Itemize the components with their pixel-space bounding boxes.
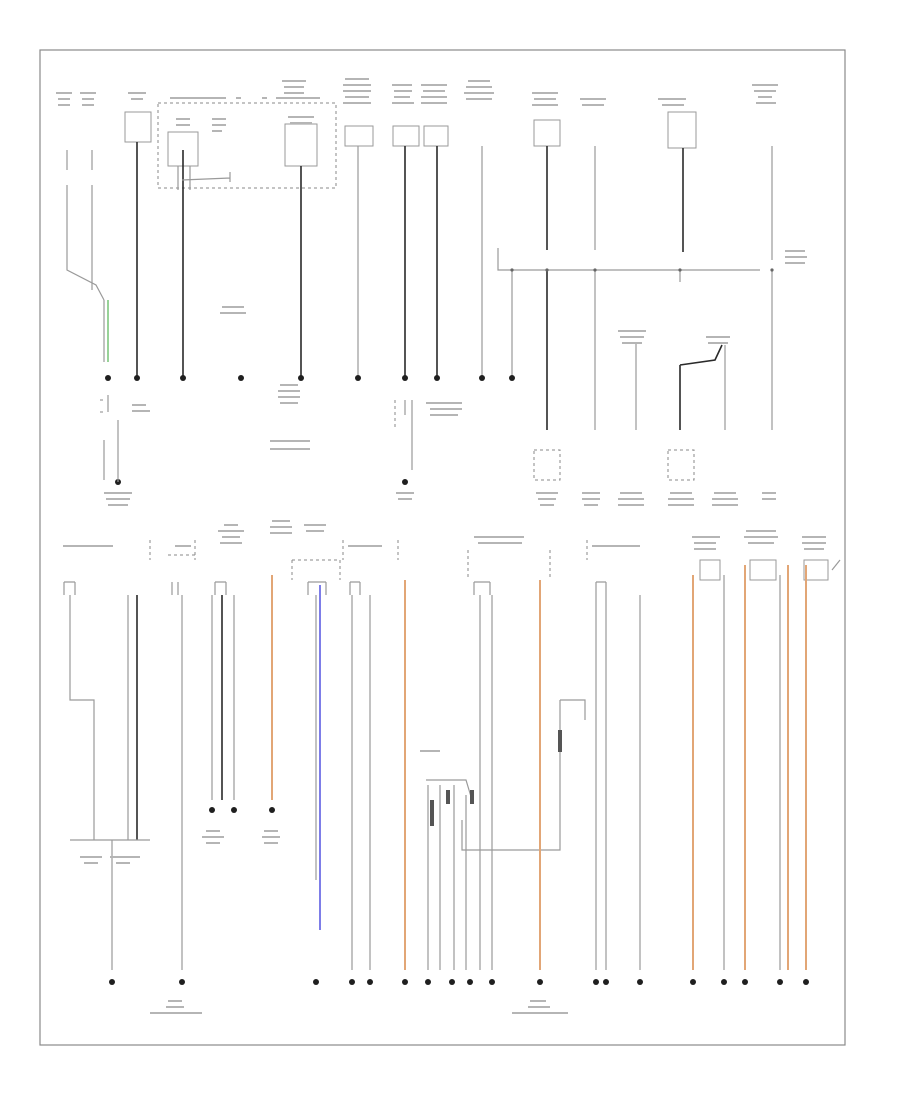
ground-symbol <box>269 807 275 813</box>
ground-symbol <box>434 375 440 381</box>
ground-symbol <box>109 979 115 985</box>
right-lower-components <box>533 449 776 506</box>
ground-symbol <box>489 979 495 985</box>
bottom-connectors <box>63 540 829 595</box>
ground-symbol <box>402 479 408 485</box>
ground-symbol <box>449 979 455 985</box>
mid-labels <box>104 250 807 506</box>
bottom-ground-row <box>109 807 809 985</box>
ground-symbol <box>593 979 599 985</box>
top-component-labels <box>56 78 778 106</box>
bottom-inline-components <box>430 730 562 826</box>
ground-symbol <box>209 807 215 813</box>
top-connectors <box>124 102 697 189</box>
ground-symbol <box>231 807 237 813</box>
ground-symbol <box>180 375 186 381</box>
ground-symbol <box>425 979 431 985</box>
ground-symbol <box>479 375 485 381</box>
colored-wires <box>271 565 807 970</box>
bottom-ground-labels <box>80 750 568 1014</box>
ground-symbol <box>105 375 111 381</box>
top-wires <box>66 142 773 430</box>
ground-symbol <box>313 979 319 985</box>
splice-points <box>510 268 774 272</box>
ground-symbol <box>402 375 408 381</box>
bottom-component-labels <box>63 520 826 550</box>
ground-symbol <box>690 979 696 985</box>
ground-symbol <box>349 979 355 985</box>
ground-symbol <box>777 979 783 985</box>
ground-symbol <box>467 979 473 985</box>
ground-symbol <box>402 979 408 985</box>
ground-symbol <box>803 979 809 985</box>
ground-symbol <box>355 375 361 381</box>
ground-symbol <box>179 979 185 985</box>
top-ground-row <box>105 375 515 381</box>
bottom-wires <box>69 559 841 970</box>
diagram-frame <box>39 49 846 1046</box>
ground-symbol <box>603 979 609 985</box>
ground-symbol <box>298 375 304 381</box>
ground-symbol <box>238 375 244 381</box>
ground-symbol <box>367 979 373 985</box>
ground-symbol <box>637 979 643 985</box>
ground-symbol <box>509 375 515 381</box>
ground-symbol <box>537 979 543 985</box>
ground-symbol <box>721 979 727 985</box>
ground-symbol <box>134 375 140 381</box>
ground-symbol <box>742 979 748 985</box>
